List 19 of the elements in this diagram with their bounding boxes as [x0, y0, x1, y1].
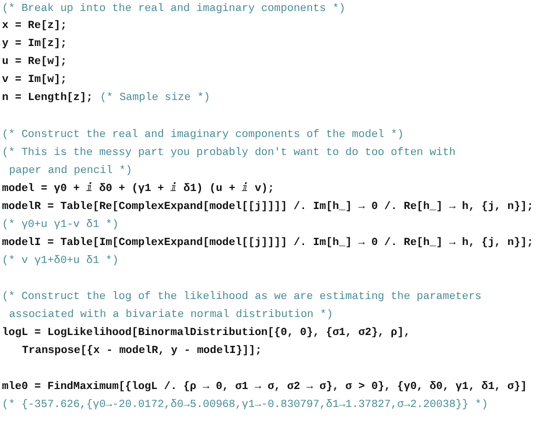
code-line: y = Im[z];: [2, 37, 67, 52]
code-comment: (* Construct the log of the likelihood as we are estimating the parameters associated with a bivariate normal distribution *): [2, 290, 482, 323]
code-comment: (* This is the messy part you probably don't want to do too often with paper and pencil *): [2, 146, 457, 179]
code-line: Transpose[{x - modelR, y - modelI}]];: [22, 344, 262, 359]
code-comment: (* Construct the real and imaginary components of the model *): [2, 128, 404, 143]
code-comment: (* {-357.626,{γ0→-20.0172,δ0→5.00968,γ1→-0.830797,δ1→1.37827,σ→2.20038}} *): [2, 398, 488, 413]
code-line: x = Re[z];: [2, 19, 67, 34]
code-line: logL = LogLikelihood[BinormalDistribution[{0, 0}, {σ1, σ2}, ρ],: [2, 326, 410, 341]
code-line: modelI = Table[Im[ComplexExpand[model[[j]]]] /. Im[h_] → 0 /. Re[h_] → h, {j, n}];: [2, 236, 534, 251]
code-comment: (* Break up into the real and imaginary components *): [2, 2, 346, 17]
code-line: v = Im[w];: [2, 73, 67, 88]
code-line: mle0 = FindMaximum[{logL /. {ρ → 0, σ1 → σ, σ2 → σ}, σ > 0}, {γ0, δ0, γ1, δ1, σ}]: [2, 380, 527, 395]
code-line: n = Length[z];: [2, 91, 93, 106]
code-comment: (* γ0+u γ1-v δ1 *): [2, 218, 119, 233]
code-line: u = Re[w];: [2, 55, 67, 70]
code-comment: (* Sample size *): [100, 91, 210, 106]
code-line: model = γ0 + ⅈ δ0 + (γ1 + ⅈ δ1) (u + ⅈ v);: [2, 181, 274, 197]
code-comment: (* v γ1+δ0+u δ1 *): [2, 254, 119, 269]
code-line: modelR = Table[Re[ComplexExpand[model[[j]]]] /. Im[h_] → 0 /. Re[h_] → h, {j, n}];: [2, 200, 534, 215]
